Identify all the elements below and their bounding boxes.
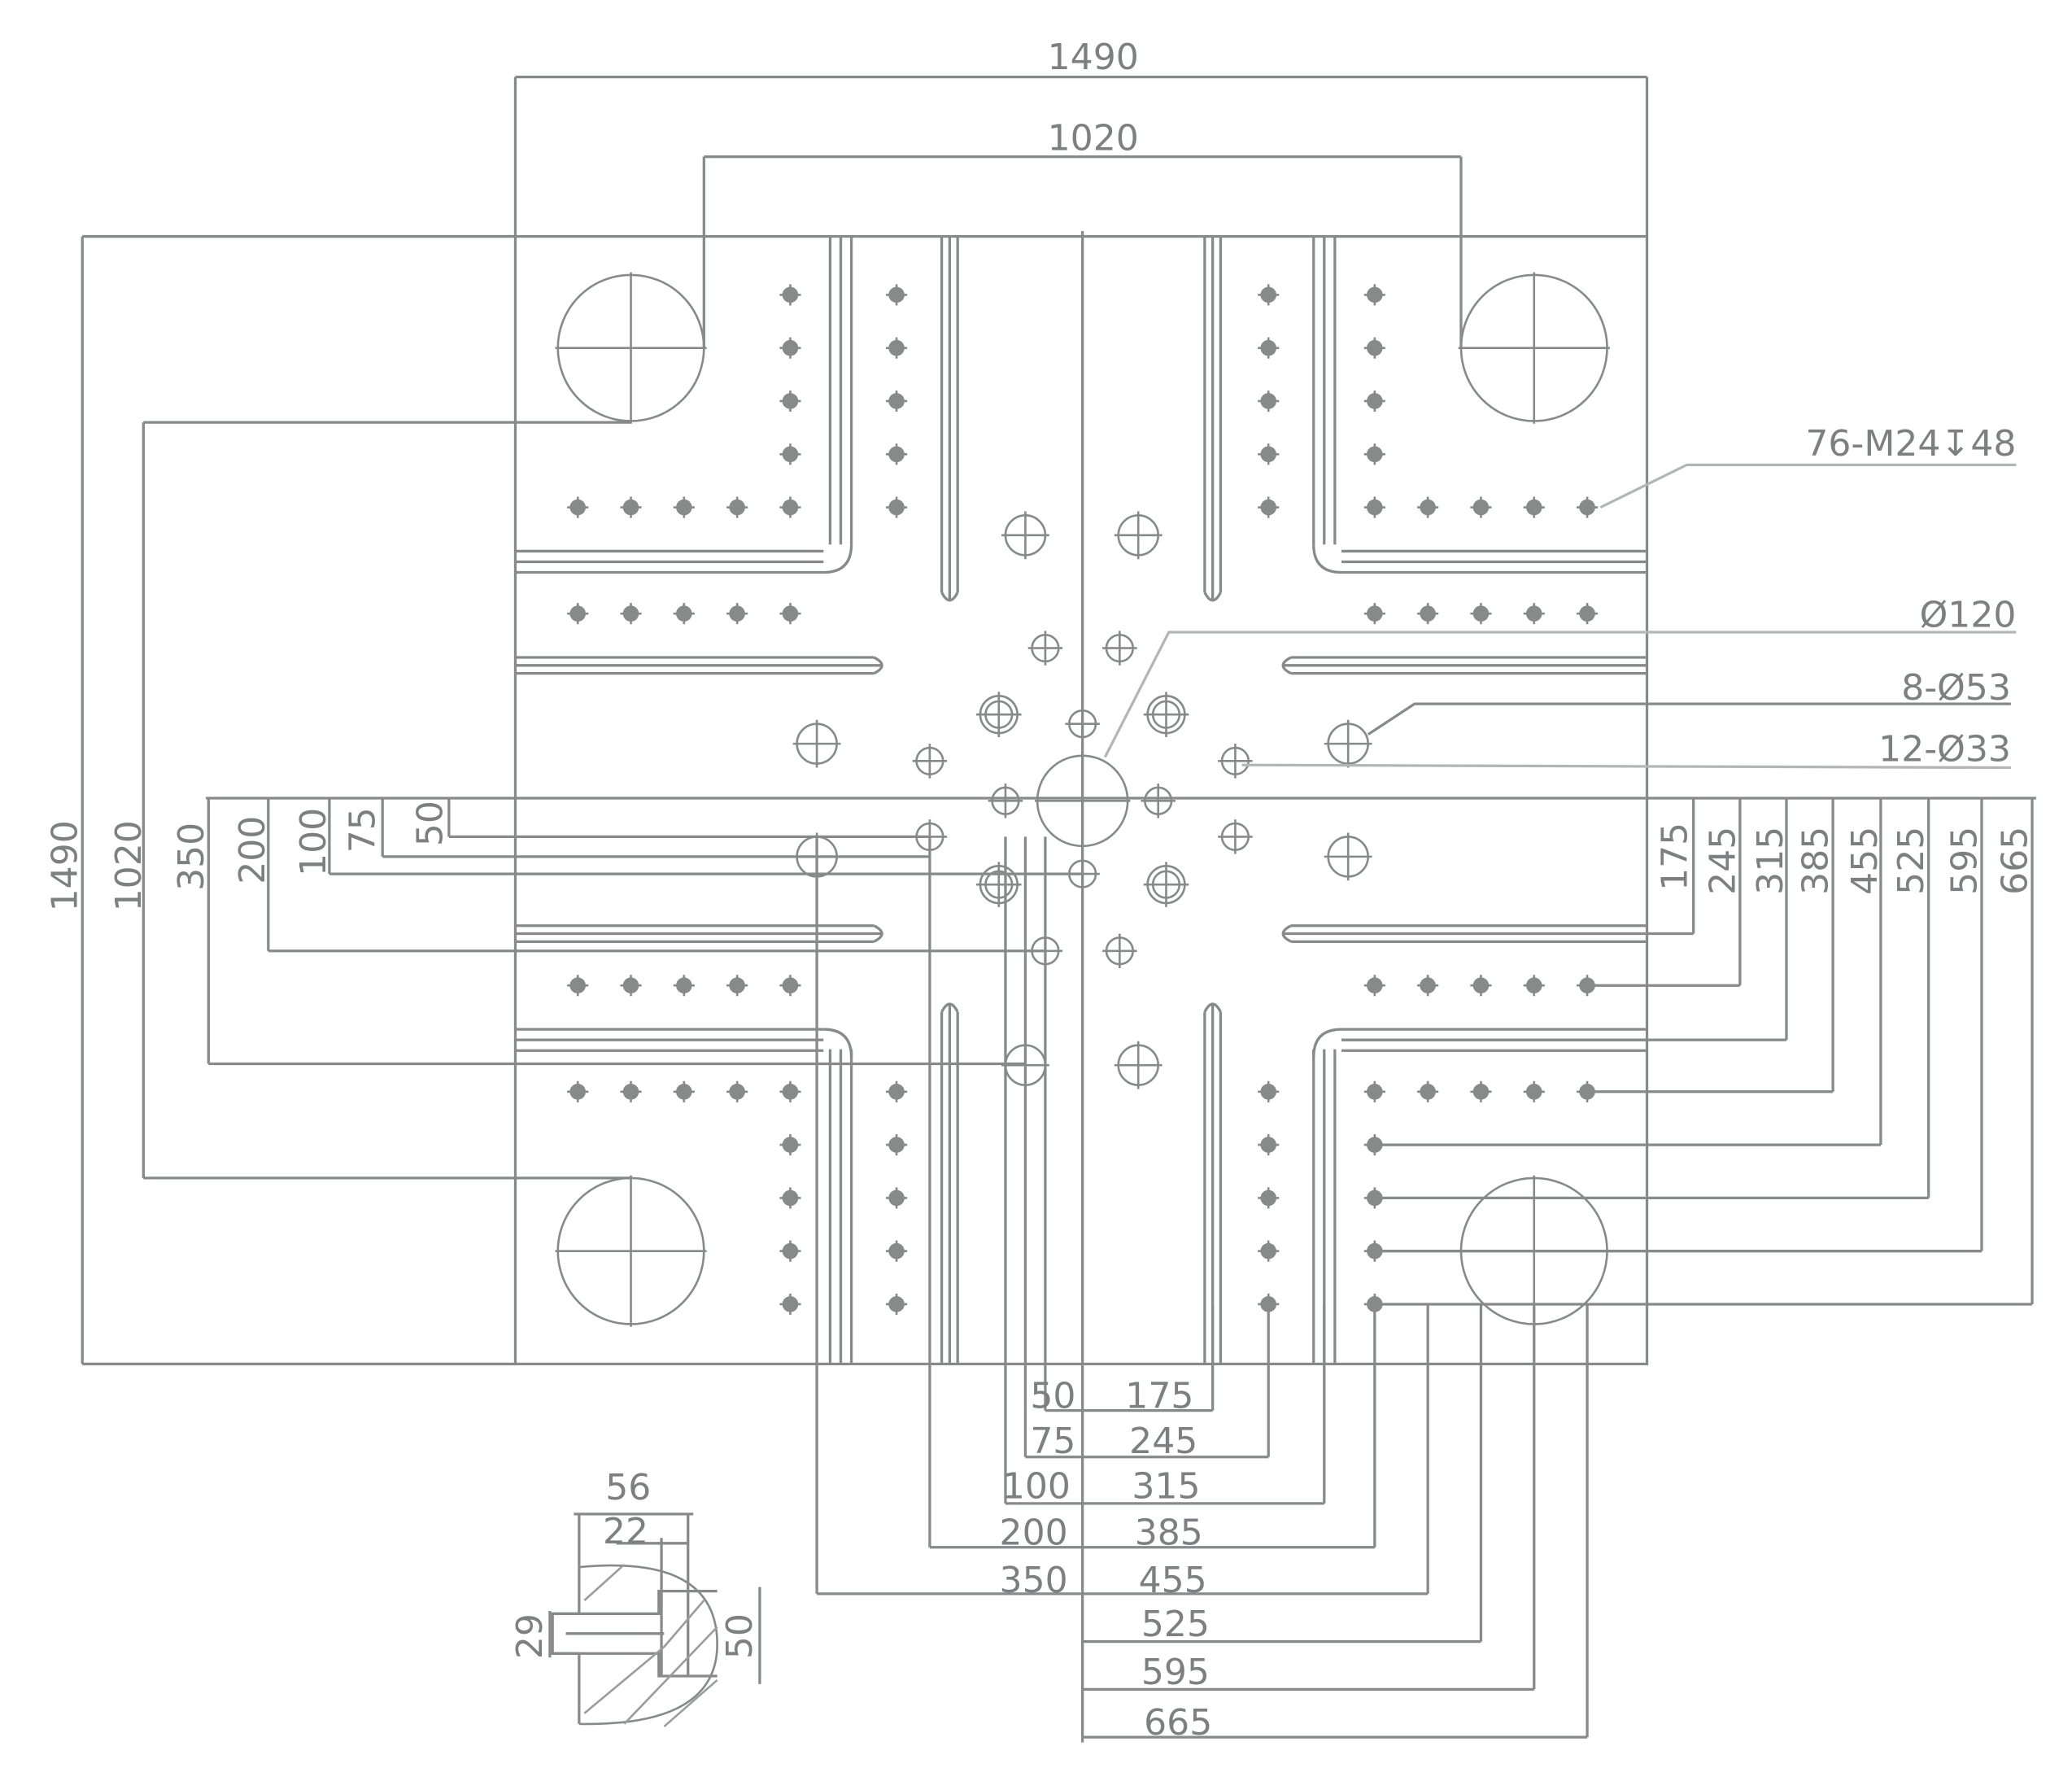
t-slot-corner bbox=[823, 1028, 853, 1058]
dim-overall-height: 1490 bbox=[45, 820, 86, 911]
section-hatch bbox=[583, 1646, 665, 1714]
right-dim-595: 595 bbox=[1943, 827, 1985, 895]
bottom-right-dim-595: 595 bbox=[1141, 1652, 1210, 1693]
t-slot-corner bbox=[1312, 544, 1342, 574]
threaded-hole-inner bbox=[984, 700, 1014, 729]
bottom-left-dim-350: 350 bbox=[1000, 1560, 1068, 1601]
center-hole-pattern bbox=[206, 511, 2036, 1089]
bottom-right-dim-525: 525 bbox=[1141, 1604, 1210, 1645]
right-dim-315: 315 bbox=[1750, 827, 1791, 895]
t-slot-end bbox=[873, 656, 883, 675]
bottom-right-dim-385: 385 bbox=[1135, 1512, 1203, 1553]
right-dim-175: 175 bbox=[1655, 823, 1696, 891]
right-dim-665: 665 bbox=[1994, 827, 2035, 895]
dim-overall-width: 1490 bbox=[1048, 37, 1139, 78]
callout-tapped-holes: 76-M24↧48 bbox=[1805, 423, 2016, 465]
section-dim-neck-width: 22 bbox=[603, 1511, 648, 1552]
threaded-hole-inner bbox=[1151, 870, 1181, 899]
bottom-right-dim-455: 455 bbox=[1139, 1560, 1207, 1601]
left-dim-75: 75 bbox=[342, 807, 383, 853]
right-dim-245: 245 bbox=[1702, 827, 1743, 895]
t-slot-end bbox=[1203, 591, 1222, 602]
dim-tiebar-width: 1020 bbox=[1048, 117, 1139, 159]
t-slot-corner bbox=[823, 544, 853, 574]
section-hatch bbox=[663, 1600, 705, 1648]
t-slot-end bbox=[1281, 924, 1292, 943]
right-dim-385: 385 bbox=[1795, 827, 1837, 895]
t-slot-end bbox=[940, 591, 959, 602]
left-dim-50: 50 bbox=[410, 801, 451, 846]
section-outline-bottom bbox=[552, 1652, 718, 1678]
bottom-right-dim-665: 665 bbox=[1144, 1702, 1212, 1744]
section-outline-top bbox=[552, 1589, 718, 1615]
platen-outline bbox=[513, 231, 1649, 1743]
leader-center-hole bbox=[1103, 631, 2017, 758]
left-dim-350: 350 bbox=[171, 823, 212, 891]
left-dim-200: 200 bbox=[232, 816, 273, 884]
leader-tapped-holes bbox=[1599, 463, 2017, 509]
leader-small-holes bbox=[1241, 763, 2011, 770]
section-dim-top-width: 56 bbox=[605, 1467, 651, 1508]
tapped-holes bbox=[567, 284, 1599, 1316]
section-hatch bbox=[583, 1563, 626, 1601]
threaded-hole-inner bbox=[984, 870, 1014, 899]
section-dim-total-height: 50 bbox=[719, 1613, 761, 1659]
bottom-left-dim-200: 200 bbox=[1000, 1512, 1068, 1553]
callout-center-hole: Ø120 bbox=[1920, 594, 2017, 635]
t-slot-section-detail bbox=[548, 1513, 761, 1728]
section-hatch bbox=[623, 1626, 718, 1725]
bottom-left-dim-50: 50 bbox=[1030, 1375, 1075, 1417]
callout-large-holes: 8-Ø53 bbox=[1901, 667, 2011, 709]
bottom-right-dim-315: 315 bbox=[1132, 1465, 1200, 1507]
bottom-left-dim-100: 100 bbox=[1002, 1465, 1071, 1507]
t-slot-end bbox=[1203, 1002, 1222, 1013]
right-dim-525: 525 bbox=[1891, 827, 1932, 895]
leader-large-holes bbox=[1367, 702, 2011, 736]
section-dim-neck-height: 29 bbox=[509, 1613, 551, 1659]
section-outline-arc bbox=[578, 1564, 718, 1726]
section-outline-left bbox=[551, 1567, 581, 1724]
bottom-right-dim-175: 175 bbox=[1125, 1375, 1193, 1417]
dimension-lines bbox=[81, 76, 2034, 1739]
t-slot-corner bbox=[1312, 1028, 1342, 1058]
right-dim-455: 455 bbox=[1844, 827, 1886, 895]
bottom-right-dim-245: 245 bbox=[1129, 1421, 1197, 1462]
bottom-left-dim-75: 75 bbox=[1030, 1421, 1075, 1462]
threaded-hole-inner bbox=[1151, 700, 1181, 729]
t-slot-end bbox=[1281, 656, 1292, 675]
t-slot-end bbox=[873, 924, 883, 943]
section-hatch bbox=[663, 1678, 718, 1728]
callout-small-holes: 12-Ø33 bbox=[1878, 728, 2011, 770]
t-slot-end bbox=[940, 1002, 959, 1013]
dim-tiebar-height: 1020 bbox=[108, 820, 150, 911]
left-dim-100: 100 bbox=[293, 808, 334, 876]
